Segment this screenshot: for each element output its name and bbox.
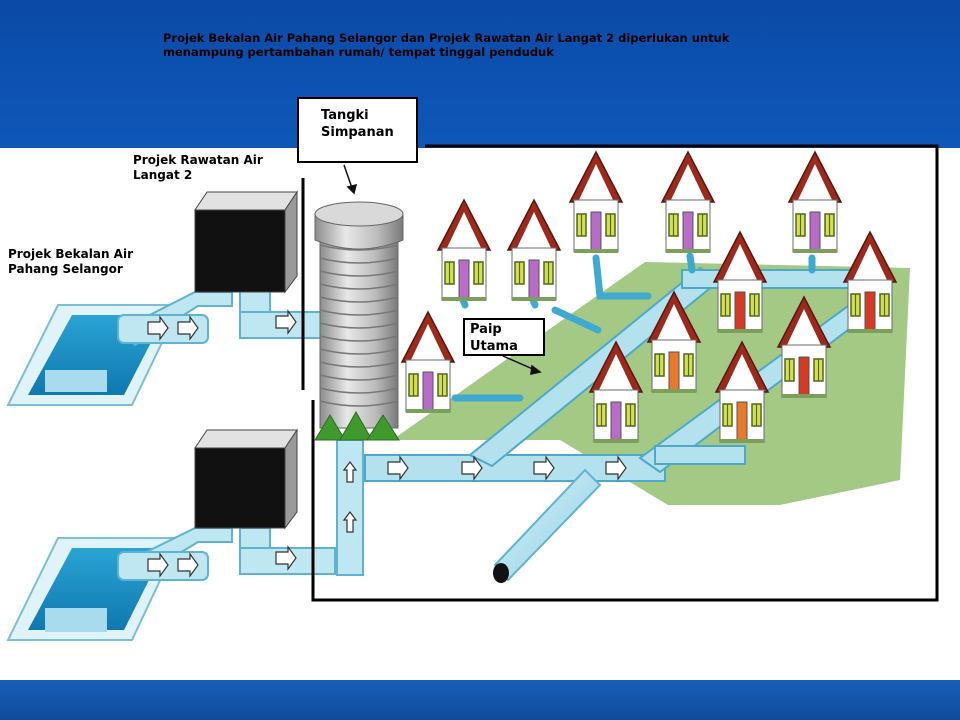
house (400, 310, 456, 413)
house (787, 150, 843, 253)
house (646, 290, 702, 393)
flow-arrows-main (387, 455, 627, 481)
headline-line-1: Projek Bekalan Air Pahang Selangor dan P… (163, 31, 730, 45)
footer-band (0, 680, 960, 720)
callout-pipe-line-2: Utama (470, 338, 518, 354)
house (776, 295, 832, 398)
header-band (0, 0, 960, 148)
headline-line-2: menampung pertambahan rumah/ tempat ting… (163, 45, 554, 60)
house (588, 340, 644, 443)
house (842, 230, 898, 333)
service-pipes (451, 252, 816, 402)
label-bekalan-line-1: Projek Bekalan Air (8, 247, 133, 261)
grass-ground (392, 262, 910, 505)
house (660, 150, 716, 253)
callout-arrows (343, 164, 542, 375)
callout-tank-line-1: Tangki (321, 108, 369, 123)
callout-pipe-line-1: Paip (470, 322, 502, 337)
label-rawatan-line-1: Projek Rawatan Air (133, 153, 263, 167)
treatment-plant-top (194, 190, 298, 294)
label-bekalan-line-2: Pahang Selangor (8, 262, 123, 276)
headline: Projek Bekalan Air Pahang Selangor dan P… (163, 31, 783, 60)
house (436, 198, 492, 301)
label-water-supply-project: Projek Bekalan Air Pahang Selangor (8, 247, 148, 277)
treatment-plant-bottom (194, 428, 298, 530)
callout-storage-tank: Tangki Simpanan (297, 97, 418, 163)
houses-group (400, 150, 898, 443)
drain-pipe (493, 468, 602, 583)
house (714, 340, 770, 443)
frame-outline (301, 144, 939, 602)
callout-tank-line-2: Simpanan (321, 124, 394, 140)
callout-main-pipe: Paip Utama (463, 318, 545, 356)
storage-tank (314, 201, 404, 429)
label-treatment-plant: Projek Rawatan Air Langat 2 (133, 153, 273, 183)
house (568, 150, 624, 253)
flow-arrows-left (147, 309, 358, 578)
house (712, 230, 768, 333)
house (506, 198, 562, 301)
label-rawatan-line-2: Langat 2 (133, 168, 193, 182)
trees (314, 410, 400, 441)
